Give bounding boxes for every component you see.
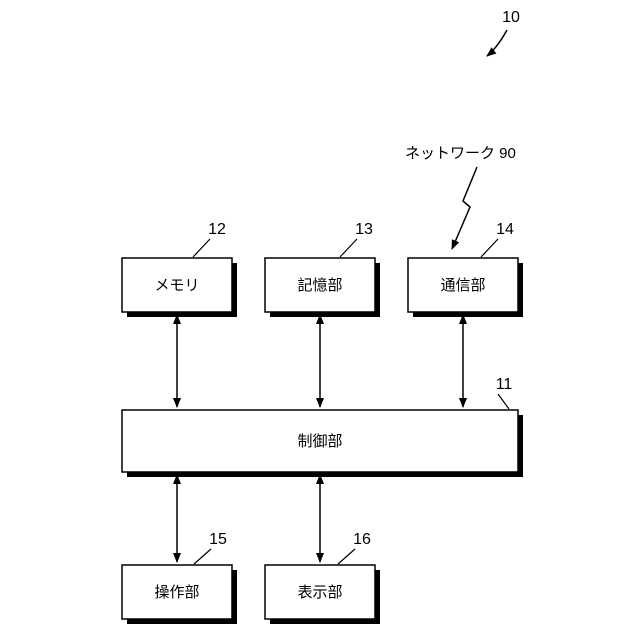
figure-ref-arrow <box>486 29 508 57</box>
storage-box-leader-line <box>339 238 358 258</box>
display-box-number: 16 <box>353 531 371 548</box>
network-connection: ネットワーク 90 <box>405 145 516 250</box>
display-box-leader-line <box>337 548 356 565</box>
network-label: ネットワーク 90 <box>405 145 516 162</box>
network-lightning-arrow <box>451 166 478 250</box>
operation-box-number: 15 <box>209 531 227 548</box>
storage-box-label: 記憶部 <box>297 277 342 294</box>
control-box-leader-line <box>497 393 510 410</box>
operation-box: 操作部 15 <box>121 531 237 624</box>
memory-box-label: メモリ <box>154 277 199 294</box>
display-box: 表示部 16 <box>264 531 380 624</box>
communication-box-label: 通信部 <box>440 277 485 294</box>
storage-box-number: 13 <box>355 221 373 238</box>
memory-box-leader-line <box>192 238 211 258</box>
figure-ref-number: 10 <box>502 9 520 26</box>
memory-box-number: 12 <box>208 221 226 238</box>
figure-ref: 10 <box>486 9 520 57</box>
control-box-number: 11 <box>496 376 513 393</box>
operation-box-label: 操作部 <box>154 584 199 601</box>
memory-box: メモリ 12 <box>121 221 237 317</box>
display-box-label: 表示部 <box>297 584 342 601</box>
control-box-label: 制御部 <box>297 433 342 450</box>
control-box: 制御部 11 <box>121 376 523 477</box>
communication-box-leader-line <box>480 238 499 258</box>
communication-box-number: 14 <box>496 221 514 238</box>
operation-box-leader-line <box>193 548 212 565</box>
storage-box: 記憶部 13 <box>264 221 380 317</box>
communication-box: 通信部 14 <box>407 221 523 317</box>
